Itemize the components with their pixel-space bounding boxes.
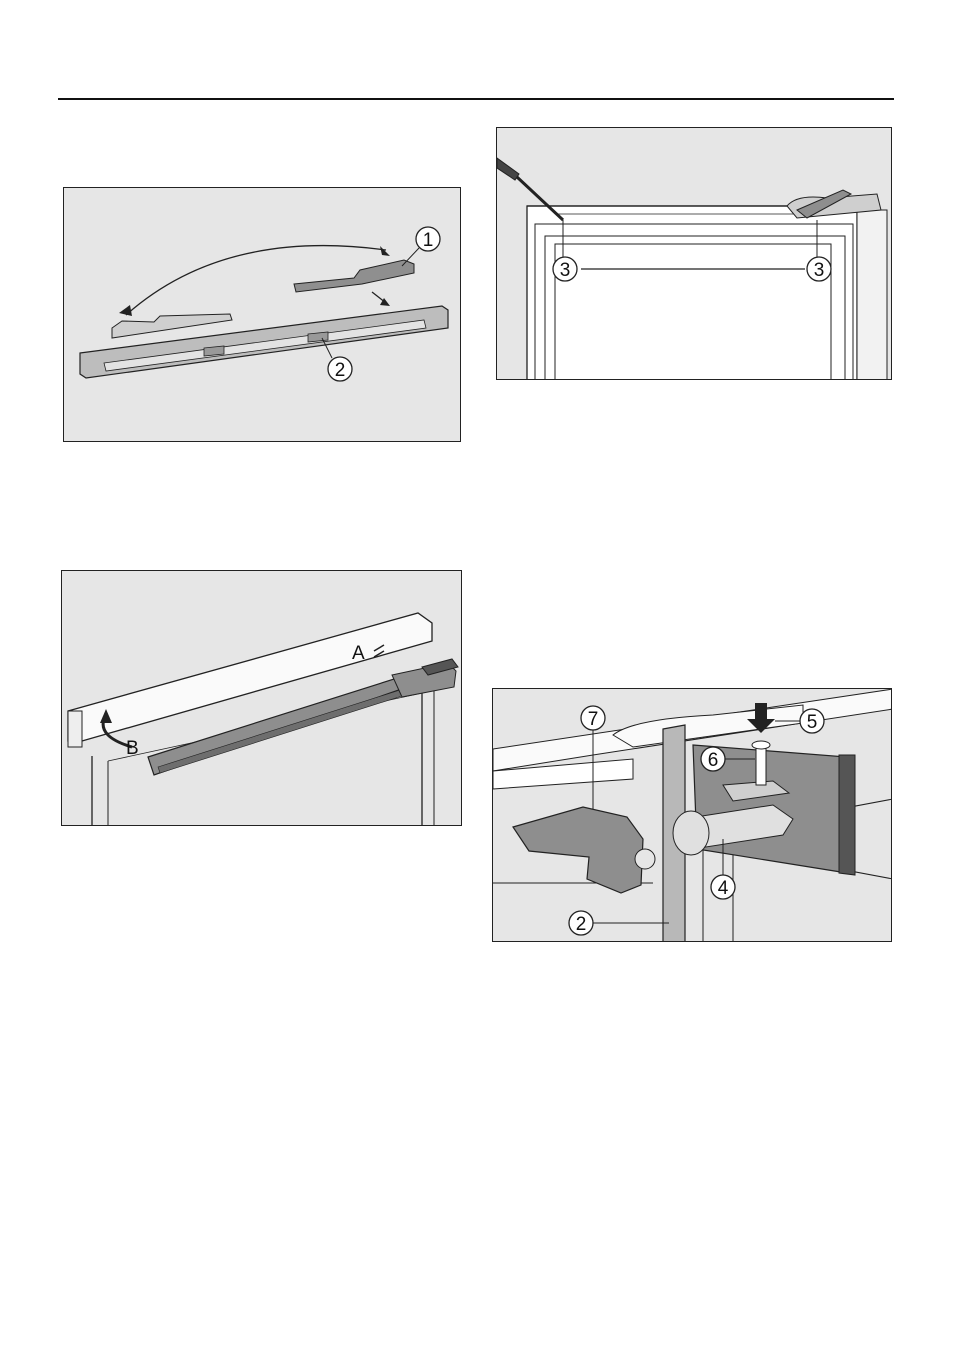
figure-hinge-tool: 7 5 6 4 2	[492, 688, 892, 942]
figure-strip-parts-drawing: 1 2	[64, 188, 461, 442]
callout-7: 7	[588, 709, 599, 730]
callout-6: 6	[708, 750, 719, 771]
callout-1: 1	[423, 230, 434, 251]
header-rule	[58, 98, 894, 100]
callout-3-right: 3	[814, 260, 825, 281]
label-a: A	[352, 643, 365, 664]
figure-strip-insertion: B A	[61, 570, 462, 826]
callout-5: 5	[807, 712, 818, 733]
callout-2: 2	[576, 914, 587, 935]
figure-cabinet-top: 3 3	[496, 127, 892, 380]
figure-strip-insertion-drawing: B A	[62, 571, 462, 826]
figure-hinge-tool-drawing: 7 5 6 4 2	[493, 689, 892, 942]
label-b: B	[126, 738, 139, 759]
figure-cabinet-top-drawing: 3 3	[497, 128, 892, 380]
figure-strip-parts: 1 2	[63, 187, 461, 442]
callout-2: 2	[335, 360, 346, 381]
callout-3-left: 3	[560, 260, 571, 281]
callout-4: 4	[718, 878, 729, 899]
